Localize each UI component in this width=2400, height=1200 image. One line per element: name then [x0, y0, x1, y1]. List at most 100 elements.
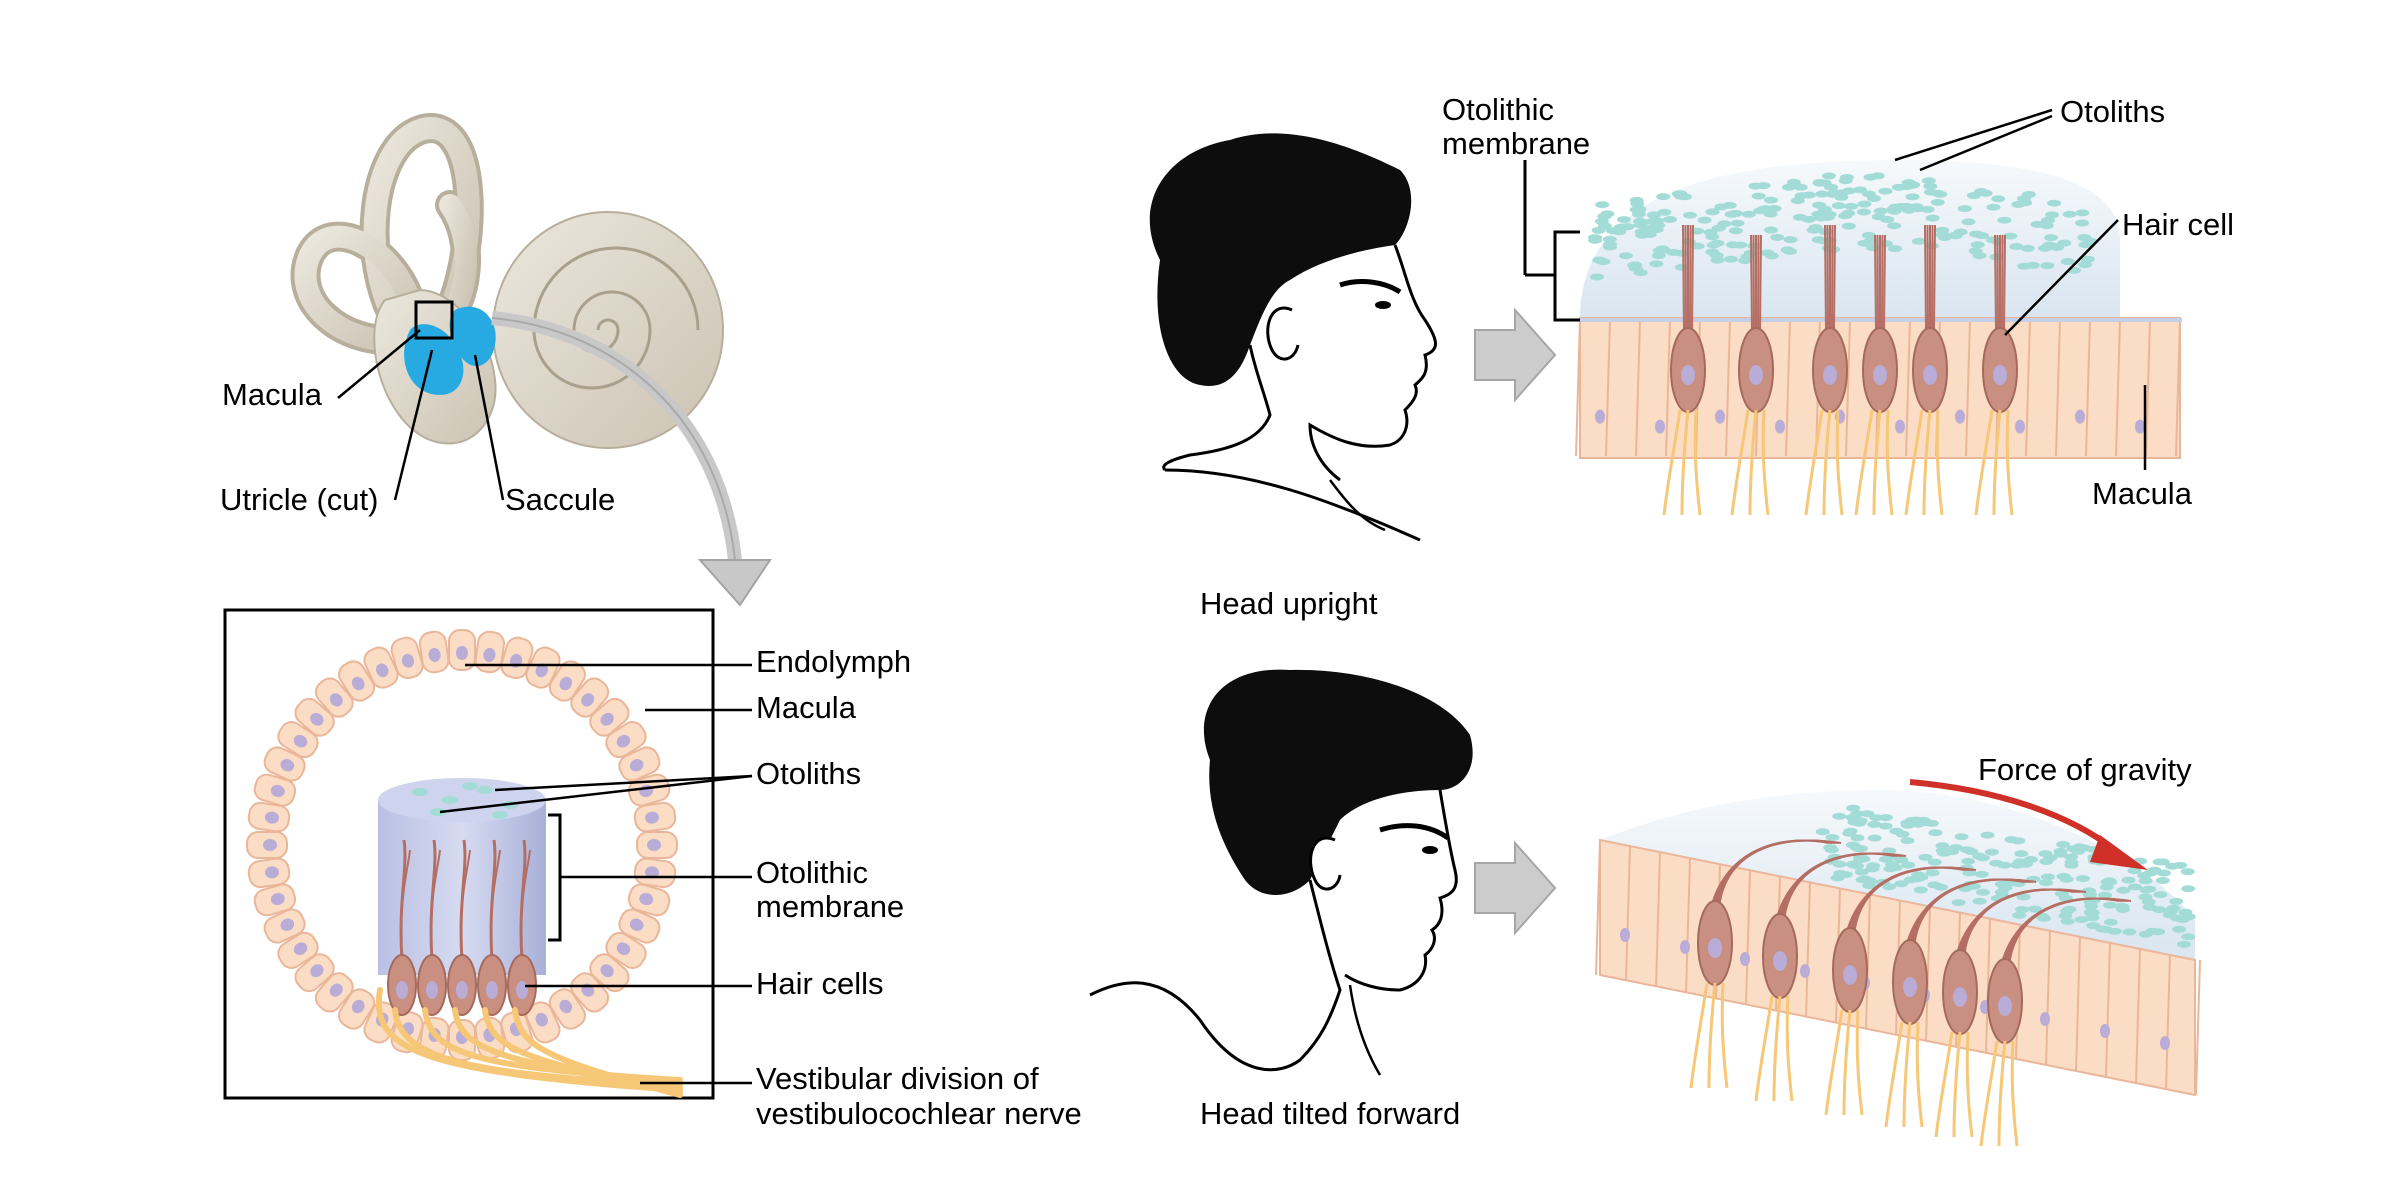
hair-cell	[447, 839, 477, 1016]
epithelial-cell	[263, 908, 306, 944]
epithelial-cell	[448, 629, 476, 671]
hair-cell	[1730, 234, 1774, 516]
macula-cross-section	[223, 608, 753, 1100]
otolithic-membrane-upright	[1580, 160, 2120, 320]
epithelial-cell	[338, 660, 376, 702]
hair-cells-tilted	[1689, 839, 2132, 1147]
epithelial-cell	[246, 831, 288, 859]
hair-cell	[1689, 839, 1842, 1089]
hair-cell	[417, 839, 447, 1016]
hair-cell	[477, 839, 507, 1016]
otolith	[492, 811, 508, 819]
epithelial-cell	[618, 908, 661, 944]
epithelial-cell	[633, 801, 677, 833]
label-nerve-2: vestibulocochlear nerve	[756, 1096, 1082, 1131]
label-macula-cs: Macula	[756, 690, 857, 725]
epithelial-cell	[263, 746, 306, 782]
epithelial-cell	[525, 1001, 561, 1044]
epithelial-cell	[390, 636, 424, 680]
macula-tilted-detail	[1595, 779, 2201, 1147]
label-nerve-1: Vestibular division of	[756, 1061, 1039, 1096]
hair-cell	[1824, 866, 1977, 1116]
epithelial-cell	[253, 883, 297, 917]
gravity-arrow-icon	[1909, 779, 2148, 870]
label-hair-cells: Hair cells	[756, 966, 883, 1001]
epithelial-cell	[618, 746, 661, 782]
epithelial-cell	[605, 931, 647, 969]
inner-ear-illustration	[290, 113, 724, 501]
hair-cell	[1934, 888, 2087, 1138]
epithelial-cell	[633, 857, 677, 889]
otoliths-tilted	[1815, 804, 2196, 948]
otolith	[462, 782, 478, 790]
label-hair-cell-up: Hair cell	[2122, 207, 2234, 242]
epithelial-cell	[548, 660, 586, 702]
label-utricle: Utricle (cut)	[220, 482, 378, 517]
vestibular-nerve	[375, 987, 683, 1098]
macula-epithelium-ring	[246, 629, 678, 1061]
label-macula-up: Macula	[2092, 476, 2193, 511]
epithelial-cell	[247, 857, 291, 889]
epithelial-cell	[294, 953, 335, 993]
label-membrane-cs-1: Otolithic	[756, 855, 868, 890]
face-tilted	[1344, 789, 1458, 992]
caption-head-tilted: Head tilted forward	[1200, 1096, 1460, 1131]
otolith	[430, 808, 446, 816]
ear-upright-icon	[1266, 306, 1300, 361]
epithelial-cell	[548, 988, 586, 1030]
epithelial-cell	[338, 988, 376, 1030]
epithelial-cell	[570, 677, 610, 718]
label-endolymph: Endolymph	[756, 644, 911, 679]
hair-cell	[1979, 897, 2132, 1147]
hair-cell	[387, 839, 417, 1016]
hair-cell	[1974, 234, 2018, 516]
label-macula-ear: Macula	[222, 377, 323, 412]
label-membrane-up-1: Otolithic	[1442, 92, 1554, 127]
hair-cell	[1904, 224, 1948, 516]
face-upright	[1308, 244, 1437, 482]
epithelial-cell	[589, 697, 630, 737]
epithelial-cell	[277, 721, 319, 759]
macula-highlight-box	[414, 300, 454, 340]
hair-cell	[1854, 234, 1898, 516]
hair-cell	[1804, 224, 1848, 516]
otolith	[477, 786, 493, 794]
epithelial-cell	[500, 636, 534, 680]
head-upright-illustration	[1149, 133, 1437, 542]
epithelial-cell	[474, 630, 506, 674]
epithelial-cell	[525, 646, 561, 689]
hair-tilted	[1203, 669, 1473, 895]
epithelial-cell	[247, 801, 291, 833]
cross-section-hair-cells	[387, 839, 537, 1016]
otolith	[412, 788, 428, 796]
epithelial-cell	[363, 646, 399, 689]
otolith	[442, 796, 458, 804]
hair-upright	[1149, 133, 1412, 386]
hair-cells-upright	[1662, 224, 2018, 516]
zoom-arrow	[491, 311, 772, 607]
epithelial-cell	[253, 773, 297, 807]
caption-head-upright: Head upright	[1200, 586, 1378, 621]
epithelial-cell	[636, 831, 678, 859]
label-saccule: Saccule	[505, 482, 615, 517]
epithelial-cell	[314, 972, 354, 1013]
head-tilted-illustration	[1089, 669, 1473, 1076]
otoliths-upright	[1588, 172, 2099, 281]
epithelial-cell	[314, 677, 354, 718]
label-force-gravity: Force of gravity	[1978, 752, 2192, 787]
epithelial-cell	[627, 883, 671, 917]
utricle	[404, 324, 464, 395]
epithelial-cell	[294, 697, 335, 737]
epithelial-cell	[605, 721, 647, 759]
hair-cell	[1662, 224, 1706, 516]
arrow-right-upright-icon	[1474, 307, 1557, 403]
label-otoliths-up: Otoliths	[2060, 94, 2165, 129]
epithelial-cell	[418, 630, 450, 674]
hair-cell	[1754, 852, 1907, 1102]
label-membrane-up-2: membrane	[1442, 126, 1590, 161]
label-membrane-cs-2: membrane	[756, 889, 904, 924]
label-otoliths-cs: Otoliths	[756, 756, 861, 791]
ear-tilted-icon	[1309, 836, 1342, 891]
epithelial-cell	[277, 931, 319, 969]
macula-upright-detail	[1523, 108, 2182, 516]
